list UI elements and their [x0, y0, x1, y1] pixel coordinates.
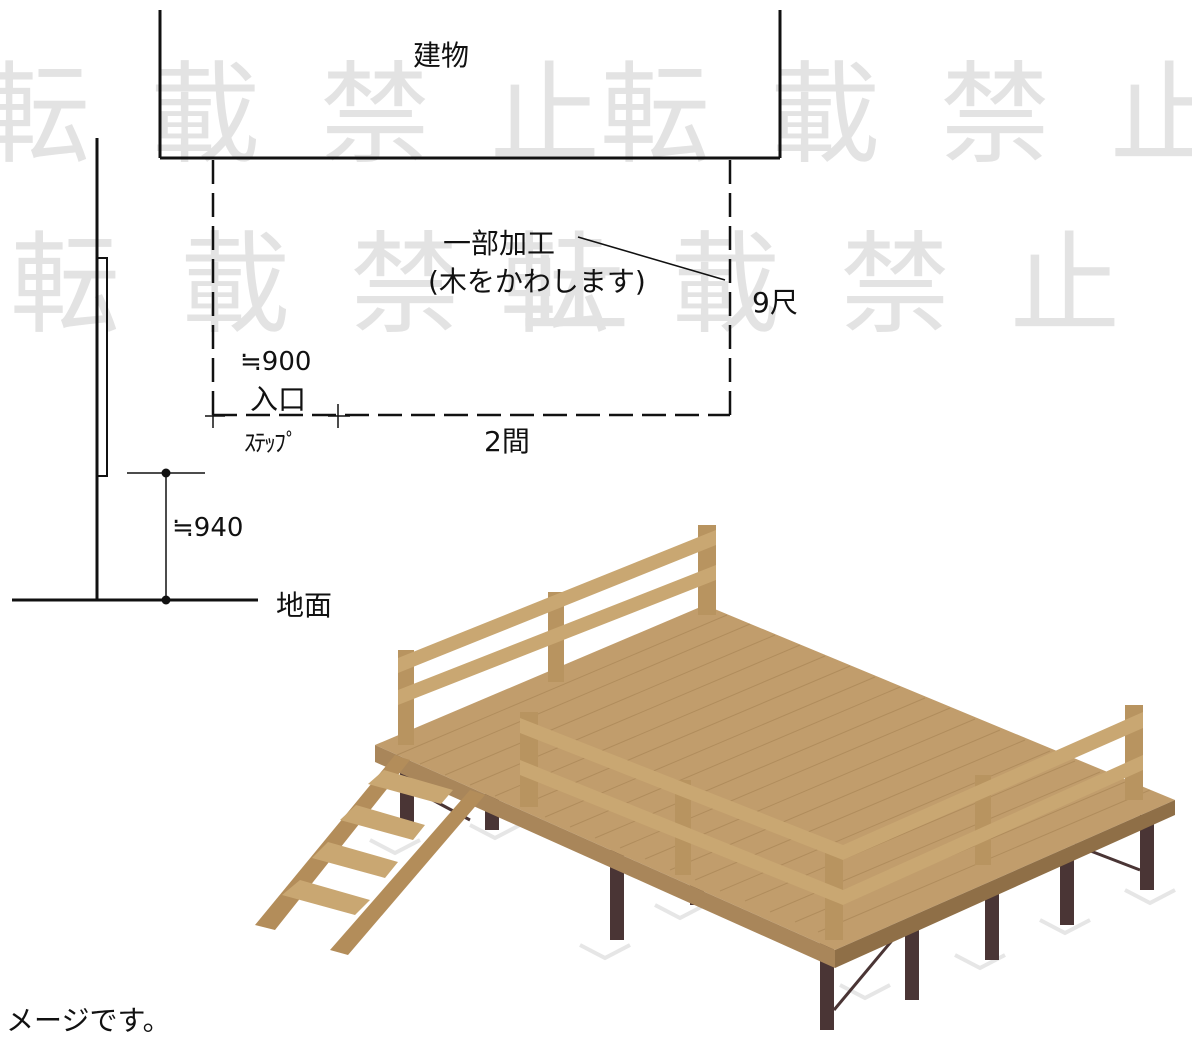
- entrance-label: 入口: [250, 383, 307, 416]
- watermark-text: 転載禁止: [500, 221, 1180, 349]
- partial-processing-note: (木をかわします): [428, 265, 646, 298]
- caption-text: メージです。: [6, 1004, 171, 1037]
- deck-height-label: ≒940: [172, 513, 244, 543]
- building-outline: [158, 10, 782, 160]
- footing-shadows: [369, 823, 1176, 1001]
- watermark-text: 転載禁止: [600, 51, 1192, 179]
- entrance-ticks: [205, 404, 350, 428]
- leader-line: [577, 236, 726, 281]
- building-label: 建物: [413, 39, 470, 72]
- step-label: ｽﾃｯﾌﾟ: [244, 429, 298, 457]
- deck-edge-right: [835, 800, 1175, 968]
- deck-stairs: [255, 755, 485, 955]
- front-railing: [520, 705, 1143, 940]
- depth-label: 9尺: [752, 286, 798, 319]
- entrance-width-label: ≒900: [240, 347, 312, 377]
- watermark-text: 転載禁止: [10, 221, 690, 349]
- elevation-view: [12, 138, 258, 605]
- partial-processing-label: 一部加工: [443, 227, 556, 260]
- deck-outline: [211, 160, 732, 417]
- ground-label: 地面: [276, 589, 333, 622]
- back-railing: [398, 525, 716, 745]
- watermark-text: 転載禁止: [0, 51, 660, 179]
- deck-edge-left: [375, 745, 835, 968]
- width-label: 2間: [484, 425, 530, 458]
